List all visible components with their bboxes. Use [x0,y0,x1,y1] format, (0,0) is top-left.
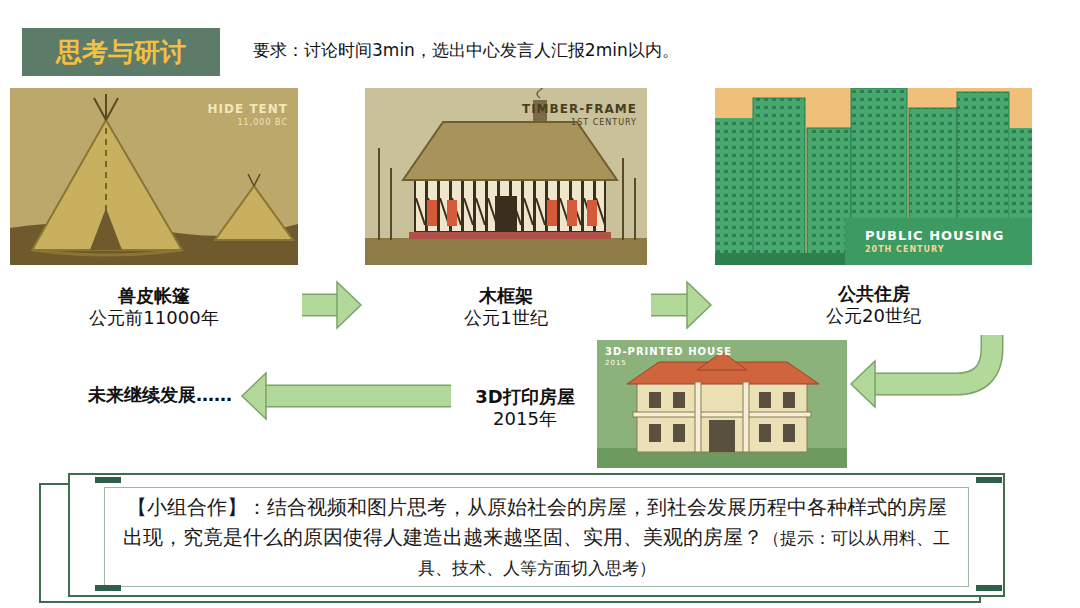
stage-node: TIMBER-FRAME 1ST CENTURY 木框架公元1世纪 [365,88,647,333]
stage-name: 兽皮帐篷 [10,285,298,307]
picture-date: 11,000 BC [238,118,288,128]
picture-title: PUBLIC HOUSING [865,228,1004,244]
task-frame: 【小组合作】：结合视频和图片思考，从原始社会的房屋，到社会发展历程中各种样式的房… [104,487,969,587]
title-text: 思考与研讨 [22,35,220,69]
stage-node: PUBLIC HOUSING20TH CENTURY 公共住房公元20世纪 [715,88,1032,333]
requirement-note: 要求：讨论时间3min，选出中心发言人汇报2min以内。 [253,40,679,60]
stage-name: 3D打印房屋 [455,386,595,408]
stage-node: HIDE TENT 11,000 BC 兽皮帐篷公元前11000年 [10,88,298,333]
picture-date: 20TH CENTURY [865,245,945,255]
stage-date: 公元20世纪 [715,305,1032,327]
future-node: 未来继续发展…… [88,380,236,410]
task-paragraph: 【小组合作】：结合视频和图片思考，从原始社会的房屋，到社会发展历程中各种样式的房… [117,492,956,582]
stage-name: 木框架 [365,285,647,307]
picture-title: HIDE TENT [208,102,288,116]
flow-arrow [851,335,992,407]
picture-date: 2015 [605,359,627,367]
stage-date: 2015年 [455,408,595,430]
flow-arrow [651,282,711,328]
stage-date: 公元1世纪 [365,307,647,329]
picture-title: TIMBER-FRAME [522,102,637,116]
picture-title: 3D-PRINTED HOUSE [605,346,732,358]
task-box: 【小组合作】：结合视频和图片思考，从原始社会的房屋，到社会发展历程中各种样式的房… [68,473,1005,597]
flow-arrow [302,282,361,328]
stage-date: 公元前11000年 [10,307,298,329]
printed-house-illustration [597,340,847,468]
future-stage: 未来继续发展…… [88,384,232,406]
picture-date: 1ST CENTURY [571,118,637,128]
stage-node: 3D-PRINTED HOUSE2015 3D打印房屋2015年 [455,340,847,468]
flow-arrow [242,373,451,419]
title-tab: 思考与研讨 [22,28,220,76]
stage-name: 公共住房 [715,283,1032,305]
